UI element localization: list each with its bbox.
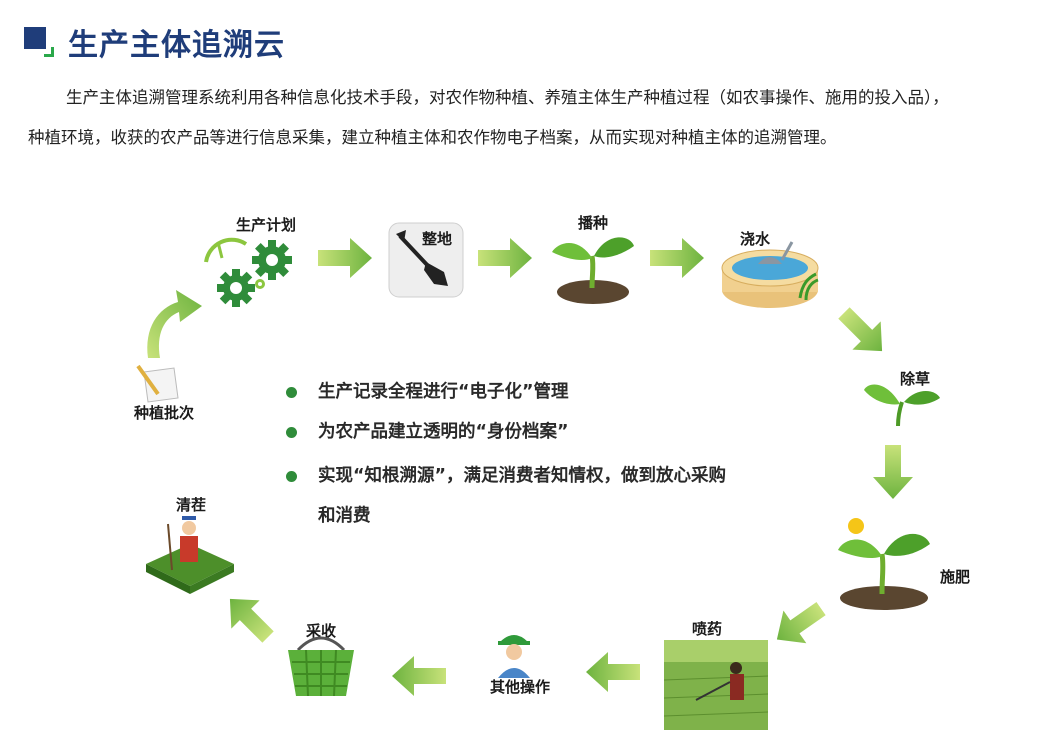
step-label-spray: 喷药 xyxy=(692,618,722,639)
flow-arrow-left-2 xyxy=(392,656,446,696)
title-square-icon xyxy=(24,27,54,57)
sprout-icon xyxy=(548,226,638,308)
spray-field-photo-icon xyxy=(664,640,768,730)
flow-arrow-right-2 xyxy=(478,238,532,278)
flow-arrow-down-right xyxy=(830,299,896,365)
document-pen-icon xyxy=(134,364,182,406)
flow-arrow-down xyxy=(873,445,913,499)
well-icon xyxy=(718,234,824,314)
intro-paragraph: 生产主体追溯管理系统利用各种信息化技术手段，对农作物种植、养殖主体生产种植过程（… xyxy=(28,78,1033,158)
step-label-till: 整地 xyxy=(422,228,452,249)
bullet-item: 实现“知根溯源”，满足消费者知情权，做到放心采购 xyxy=(286,456,826,496)
step-label-clear: 清茬 xyxy=(176,494,206,515)
intro-line-2: 种植环境，收获的农产品等进行信息采集，建立种植主体和农作物电子档案，从而实现对种… xyxy=(28,118,1033,158)
flow-arrow-left-1 xyxy=(586,652,640,692)
intro-line-1: 生产主体追溯管理系统利用各种信息化技术手段，对农作物种植、养殖主体生产种植过程（… xyxy=(28,78,1033,118)
page-title: 生产主体追溯云 xyxy=(68,20,285,64)
farmer-icon xyxy=(494,630,534,678)
bullet-item: 生产记录全程进行“电子化”管理 xyxy=(286,372,826,412)
flow-arrow-right-3 xyxy=(650,238,704,278)
gears-icon xyxy=(196,232,300,310)
leaf-icon xyxy=(862,372,942,430)
step-label-batch: 种植批次 xyxy=(134,402,194,423)
bullet-item-continuation: 和消费 xyxy=(286,496,826,536)
bullet-dot-icon xyxy=(286,471,297,482)
plant-sun-icon xyxy=(834,516,934,612)
bullet-dot-icon xyxy=(286,427,297,438)
bullet-item: 为农产品建立透明的“身份档案” xyxy=(286,412,826,452)
title-bar: 生产主体追溯云 xyxy=(24,22,285,62)
flow-arrow-down-left xyxy=(765,592,832,656)
bullet-dot-icon xyxy=(286,387,297,398)
curved-arrow-up-right-icon xyxy=(140,282,206,360)
basket-icon xyxy=(284,630,358,698)
feature-bullet-list: 生产记录全程进行“电子化”管理 为农产品建立透明的“身份档案” 实现“知根溯源”… xyxy=(286,372,826,536)
farmer-field-icon xyxy=(144,514,236,596)
flow-arrow-right-1 xyxy=(318,238,372,278)
step-label-other: 其他操作 xyxy=(490,676,550,697)
step-label-fertilize: 施肥 xyxy=(940,566,970,587)
